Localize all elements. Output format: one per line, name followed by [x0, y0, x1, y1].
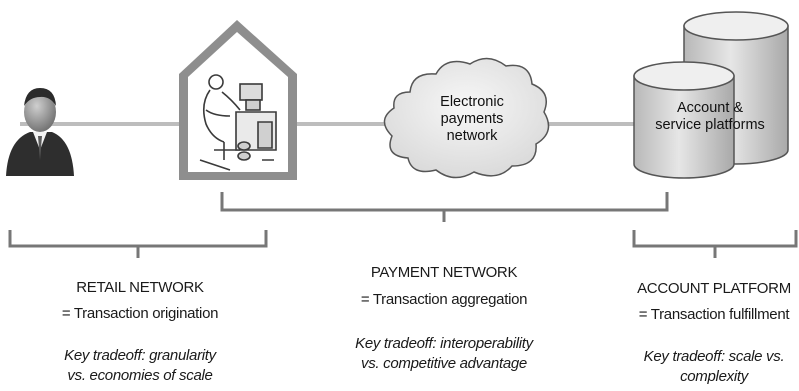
payment-bracket — [220, 192, 669, 222]
account-platform-database-icon — [633, 11, 789, 179]
tradeoff-line: vs. economies of scale — [67, 367, 213, 384]
section-role: = Transaction fulfillment — [638, 306, 790, 323]
cloud-label-line: payments — [440, 111, 504, 127]
brackets — [8, 192, 798, 258]
platform-label-line: service platforms — [655, 117, 765, 133]
account-bracket — [632, 230, 798, 258]
tradeoff-line: Key tradeoff: interoperability — [355, 335, 533, 352]
section-heading: ACCOUNT PLATFORM — [637, 280, 791, 297]
section-tradeoff: Key tradeoff: granularity vs. economies … — [20, 346, 260, 386]
section-role: = Transaction origination — [61, 305, 219, 322]
section-role: = Transaction aggregation — [360, 291, 528, 308]
cloud-label-line: network — [446, 128, 498, 144]
section-heading: RETAIL NETWORK — [76, 279, 204, 296]
cloud-label-line: Electronic — [440, 94, 504, 110]
retail-bracket — [8, 230, 268, 258]
tradeoff-line: Key tradeoff: scale vs. — [643, 348, 785, 365]
section-heading: PAYMENT NETWORK — [370, 264, 518, 281]
section-tradeoff: Key tradeoff: scale vs. complexity — [629, 347, 799, 387]
section-tradeoff: Key tradeoff: interoperability vs. compe… — [329, 334, 559, 374]
cloud-label: Electronic payments network — [412, 94, 532, 145]
tradeoff-line: vs. competitive advantage — [361, 355, 527, 372]
payments-network-cloud — [383, 57, 550, 179]
retail-store-icon — [179, 20, 297, 180]
tradeoff-line: complexity — [680, 368, 748, 385]
tradeoff-line: Key tradeoff: granularity — [64, 347, 216, 364]
platform-label-line: Account & — [676, 100, 744, 116]
customer-person-icon — [6, 88, 74, 176]
platform-label: Account & service platforms — [640, 100, 780, 134]
